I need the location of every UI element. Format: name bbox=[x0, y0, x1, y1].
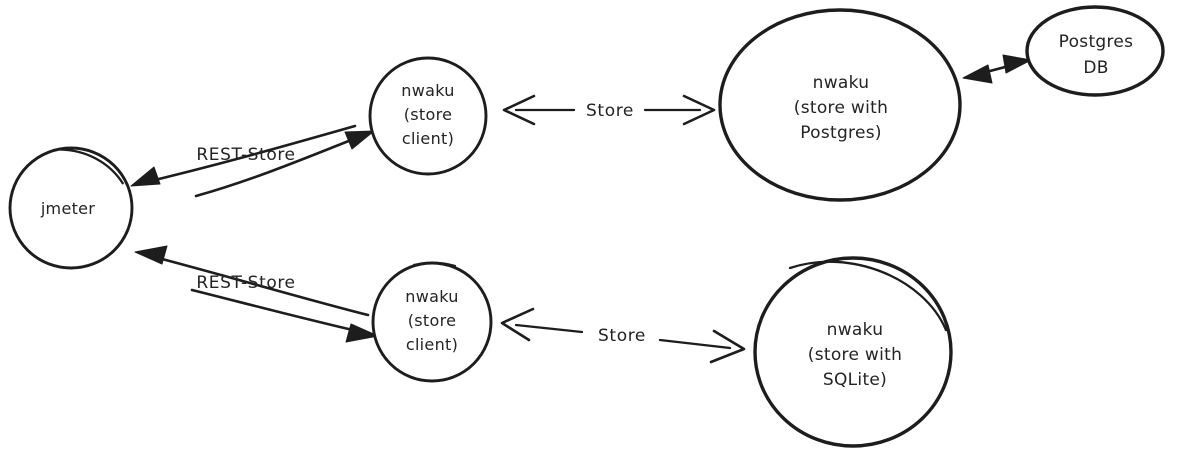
edge-store-bottom[interactable]: Store bbox=[500, 307, 746, 364]
node-label-nwaku-sqlite-line2: (store with bbox=[808, 345, 902, 365]
edge-jmeter-to-store-client-top[interactable]: REST-Store bbox=[130, 124, 376, 198]
edge-postgres-node-to-db[interactable] bbox=[962, 54, 1032, 84]
node-label-store-client-top-line3: client) bbox=[402, 129, 454, 148]
node-postgres-db[interactable]: Postgres DB bbox=[1025, 5, 1165, 97]
node-nwaku-sqlite[interactable]: nwaku (store with SQLite) bbox=[753, 256, 953, 448]
node-label-nwaku-postgres-line1: nwaku bbox=[813, 73, 870, 93]
edge-jmeter-to-store-client-bottom[interactable]: REST-Store bbox=[134, 245, 379, 343]
node-store-client-top[interactable]: nwaku (store client) bbox=[368, 56, 488, 176]
node-label-nwaku-sqlite-line3: SQLite) bbox=[823, 370, 887, 390]
node-label-nwaku-postgres-line2: (store with bbox=[794, 98, 888, 118]
edge-label-store-top: Store bbox=[586, 101, 634, 121]
edge-store-top[interactable]: Store bbox=[502, 94, 716, 126]
node-label-store-client-top-line2: (store bbox=[404, 105, 453, 124]
node-nwaku-postgres[interactable]: nwaku (store with Postgres) bbox=[718, 8, 962, 202]
node-label-nwaku-postgres-line3: Postgres) bbox=[800, 123, 882, 143]
node-label-store-client-bottom-line1: nwaku bbox=[405, 287, 458, 306]
node-label-store-client-bottom-line3: client) bbox=[406, 335, 458, 354]
edge-label-rest-store-bottom: REST-Store bbox=[196, 273, 295, 293]
node-jmeter[interactable]: jmeter bbox=[8, 146, 134, 270]
node-label-store-client-top-line1: nwaku bbox=[401, 81, 454, 100]
node-label-jmeter: jmeter bbox=[40, 199, 95, 218]
node-label-nwaku-sqlite-line1: nwaku bbox=[827, 320, 884, 340]
node-label-postgres-db-line2: DB bbox=[1083, 58, 1108, 78]
node-store-client-bottom[interactable]: nwaku (store client) bbox=[371, 261, 493, 383]
edge-label-rest-store-top: REST-Store bbox=[196, 145, 295, 165]
node-label-postgres-db-line1: Postgres bbox=[1059, 32, 1134, 52]
node-label-store-client-bottom-line2: (store bbox=[408, 311, 457, 330]
edge-label-store-bottom: Store bbox=[598, 326, 646, 346]
